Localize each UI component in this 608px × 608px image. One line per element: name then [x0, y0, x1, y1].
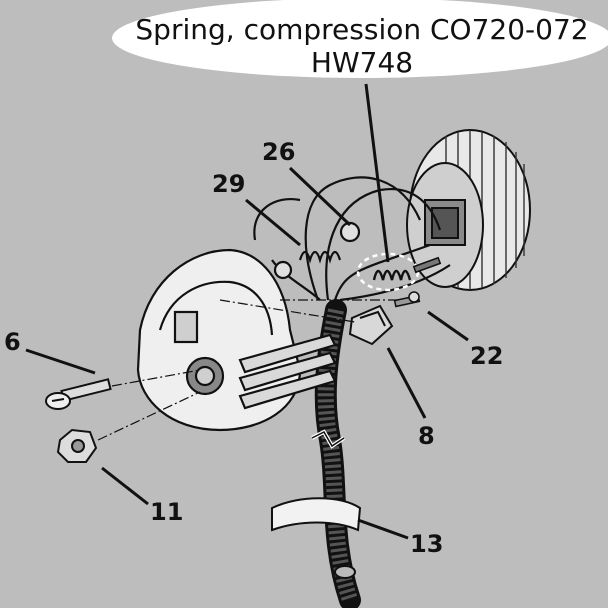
highlighted-compression-spring [356, 252, 442, 292]
screw-22 [393, 291, 421, 308]
part-number-8: 8 [418, 422, 435, 450]
screw-6 [45, 378, 112, 410]
cord-tag [271, 497, 362, 532]
callout-title: Spring, compression CO720-072 [135, 13, 588, 46]
brush-cap [339, 221, 361, 243]
callout-bubble [112, 0, 608, 78]
leader-6 [25, 348, 96, 375]
cord-clamp-8 [348, 304, 394, 346]
part-number-26: 26 [262, 138, 295, 166]
leader-13 [357, 518, 409, 540]
leader-8 [386, 347, 427, 419]
callout-part-code: HW748 [311, 46, 413, 79]
part-number-29: 29 [212, 170, 245, 198]
leader-22 [427, 310, 469, 342]
leader-29 [245, 198, 301, 247]
part-number-13: 13 [410, 530, 443, 558]
wiring [253, 176, 451, 302]
motor-fan-housing [406, 129, 531, 291]
leader-26 [288, 166, 352, 227]
part-number-6: 6 [4, 328, 21, 356]
leader-lines [25, 83, 469, 540]
part-number-22: 22 [470, 342, 503, 370]
spring-29 [273, 221, 361, 280]
part-callout: Spring, compression CO720-072 HW748 [112, 0, 608, 79]
leader-11 [101, 466, 149, 506]
alignment-lines [97, 299, 398, 441]
main-housing [136, 248, 337, 432]
leader-callout [364, 83, 390, 263]
part-number-11: 11 [150, 498, 183, 526]
knob-11 [56, 428, 98, 463]
